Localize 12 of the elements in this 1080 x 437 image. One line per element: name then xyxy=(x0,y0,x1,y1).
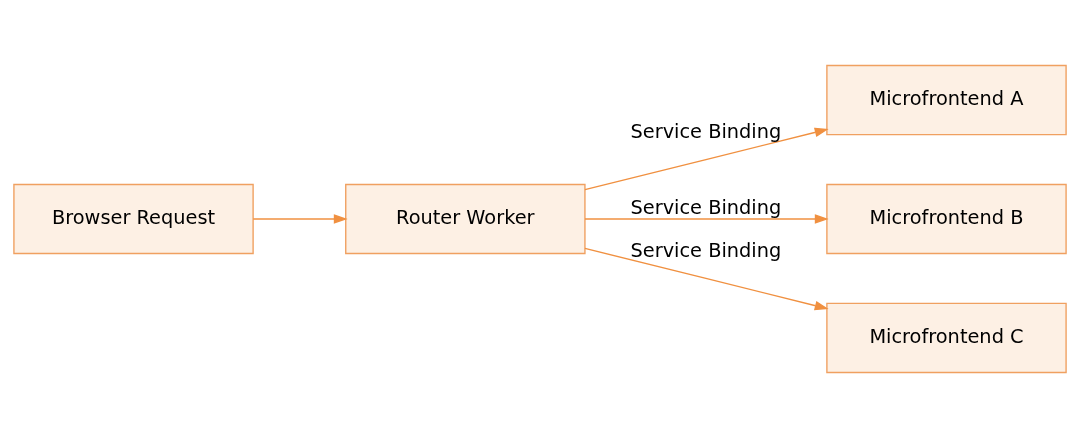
arrow xyxy=(584,213,829,224)
arrow xyxy=(584,247,829,310)
node-box: Microfrontend C xyxy=(826,302,1067,373)
edge-label: Service Binding xyxy=(630,119,782,143)
arrow xyxy=(584,127,829,190)
node-box: Microfrontend B xyxy=(826,183,1067,254)
edge-label: Service Binding xyxy=(630,238,782,262)
node-box: Router Worker xyxy=(345,183,586,254)
node-box: Browser Request xyxy=(13,183,254,254)
arrow xyxy=(252,213,348,224)
node-box: Microfrontend A xyxy=(826,64,1067,135)
edge-label: Service Binding xyxy=(630,195,782,219)
